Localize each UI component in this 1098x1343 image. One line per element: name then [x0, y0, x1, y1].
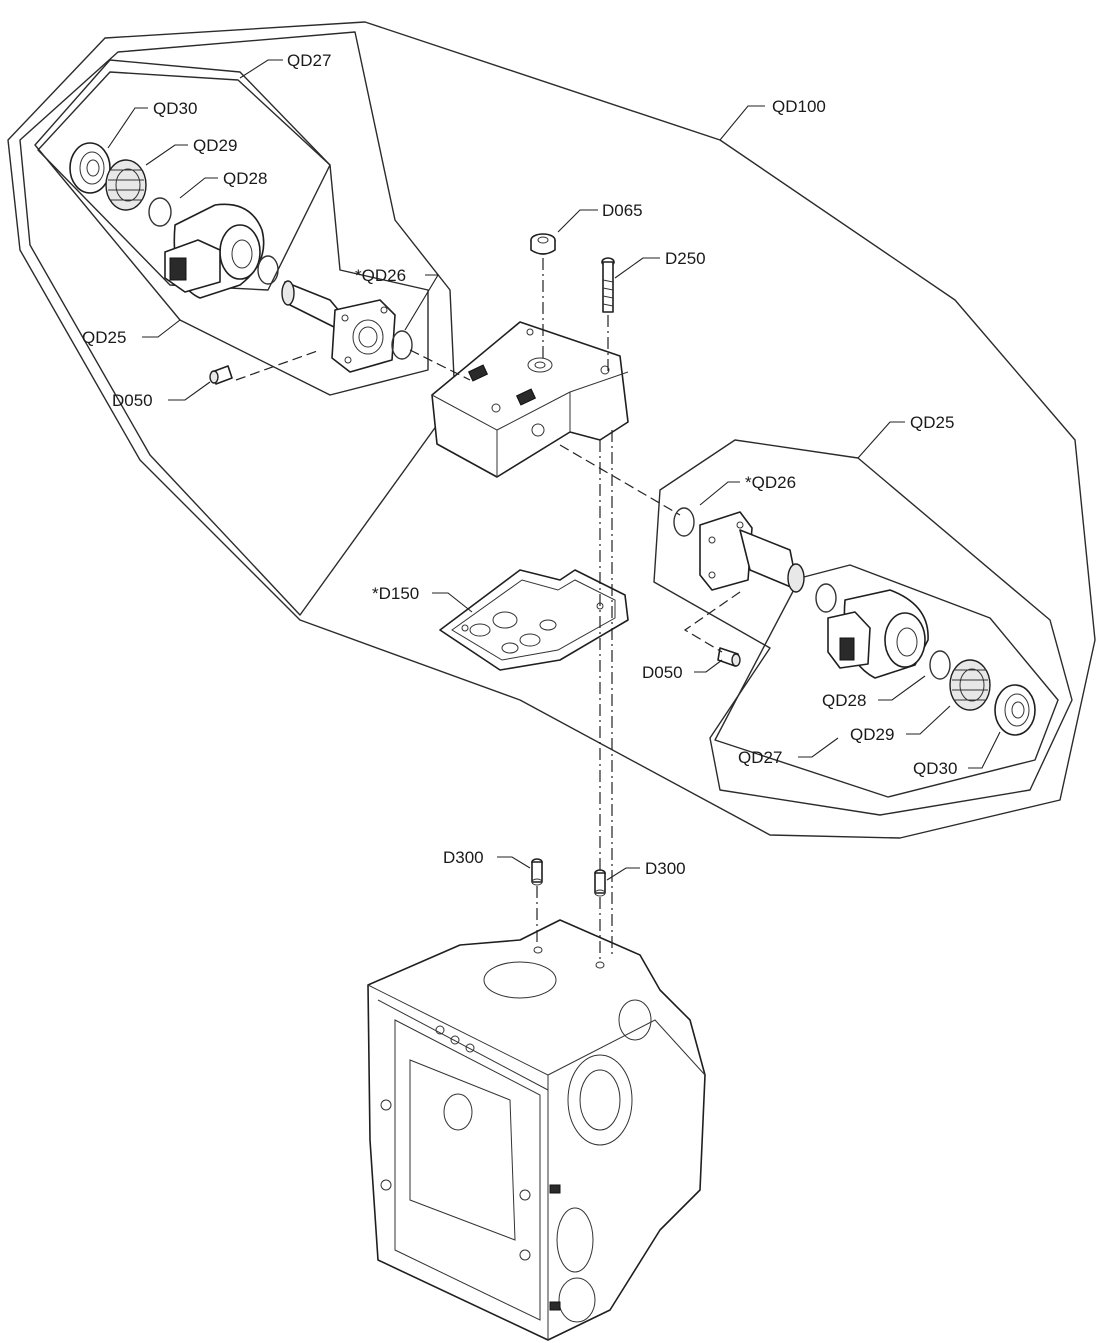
right-qd28-oring [929, 650, 951, 680]
d065-plug [530, 233, 556, 255]
right-solenoid-coil [827, 589, 929, 679]
leader-right-qd27 [798, 737, 839, 758]
left-qd27-boundary [37, 71, 331, 291]
leader-left-qd27 [239, 59, 283, 79]
leader-right-qd29 [906, 705, 951, 735]
qd100-boundary [7, 21, 1096, 839]
leader-left-d050 [168, 381, 211, 401]
label-d250: D250 [665, 249, 706, 268]
leader-left-qd28 [179, 177, 218, 199]
label-right-qd30: QD30 [913, 759, 957, 778]
left-qd29-knurled-nut [105, 159, 147, 211]
left-qd30-nut [69, 142, 111, 194]
leader-d300-left [497, 856, 531, 869]
label-right-qd25: QD25 [910, 413, 954, 432]
d300-right-pin [594, 869, 606, 897]
d150-gasket [439, 569, 629, 671]
leader-left-qd25 [142, 319, 181, 338]
label-left-qd26: *QD26 [355, 266, 406, 285]
leader-right-qd26 [699, 481, 740, 506]
pump-housing [367, 919, 706, 1341]
leader-left-qd29 [145, 144, 188, 166]
leader-d150 [432, 592, 473, 613]
left-oring-2 [257, 255, 279, 285]
left-qd25-boundary [34, 59, 429, 396]
left-qd25-cartridge [281, 280, 396, 373]
center-valve-block [431, 321, 629, 478]
leader-d250 [614, 257, 660, 279]
d250-bolt [601, 257, 615, 313]
leader-right-qd25 [857, 421, 905, 459]
label-left-qd27: QD27 [287, 51, 331, 70]
leader-qd100 [719, 105, 765, 141]
label-d150: *D150 [372, 584, 419, 603]
left-d050-screw [209, 365, 233, 385]
label-left-d050: D050 [112, 391, 153, 410]
label-right-qd27: QD27 [738, 748, 782, 767]
right-qd25-cartridge [699, 511, 805, 593]
dash-left-to-block [409, 349, 471, 381]
leader-d300-right [606, 867, 640, 881]
label-left-qd25: QD25 [82, 328, 126, 347]
leader-left-qd26 [404, 274, 439, 331]
left-qd28-oring [148, 197, 172, 227]
label-right-qd29: QD29 [850, 725, 894, 744]
d300-left-pin [531, 858, 543, 886]
right-qd25-boundary [653, 439, 1073, 816]
label-right-qd28: QD28 [822, 691, 866, 710]
right-qd27-boundary [714, 564, 1059, 798]
label-qd100: QD100 [772, 97, 826, 116]
leader-left-qd30 [107, 107, 148, 149]
dash-block-right [559, 444, 681, 516]
label-left-qd29: QD29 [193, 136, 237, 155]
label-d065: D065 [602, 201, 643, 220]
qd100-boundary-inner [19, 31, 456, 616]
leader-right-qd30 [968, 731, 1001, 769]
right-oring-2 [815, 583, 837, 613]
right-qd30-nut [994, 684, 1036, 736]
label-left-qd30: QD30 [153, 99, 197, 118]
right-qd26-oring [673, 507, 695, 537]
label-right-qd26: *QD26 [745, 473, 796, 492]
right-qd29-knurled-nut [949, 659, 991, 711]
label-left-qd28: QD28 [223, 169, 267, 188]
leader-right-qd28 [878, 675, 926, 701]
dash-right-screw [683, 591, 741, 653]
leader-right-d050 [694, 659, 723, 673]
left-qd26-oring [391, 330, 413, 360]
leader-d065 [557, 209, 598, 233]
label-right-d050: D050 [642, 663, 683, 682]
label-d300-left: D300 [443, 848, 484, 867]
right-d050-screw [717, 647, 741, 667]
label-d300-right: D300 [645, 859, 686, 878]
left-solenoid-coil [164, 203, 265, 299]
